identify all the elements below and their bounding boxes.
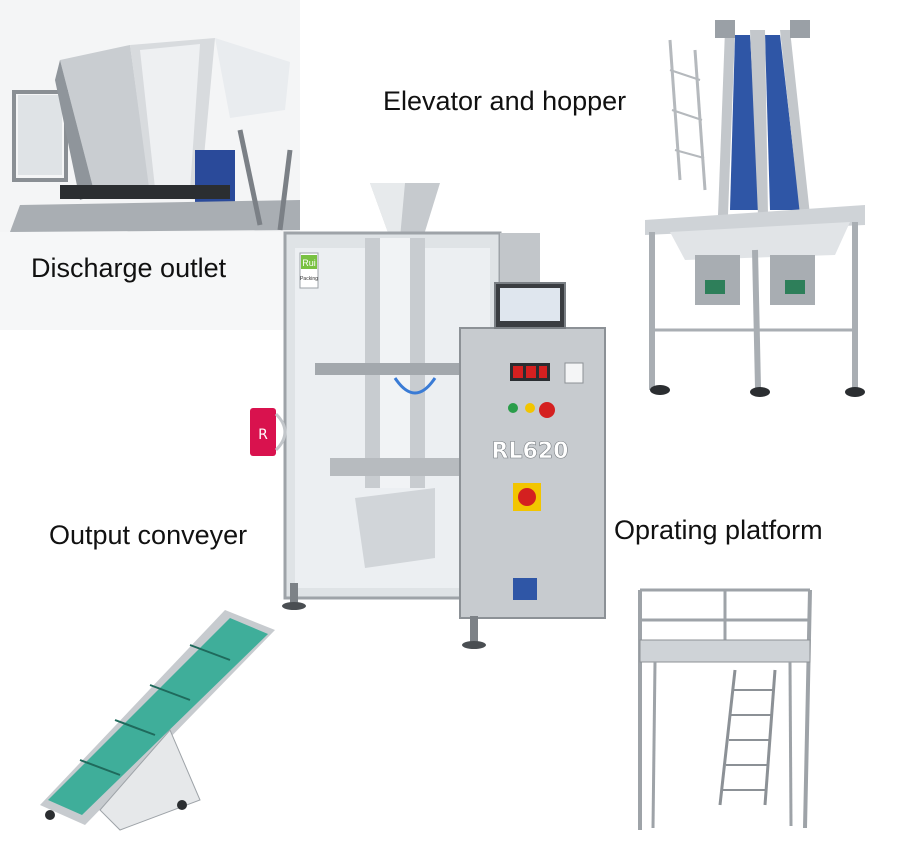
model-label: RL620	[492, 439, 569, 464]
output-conveyer-label: Output conveyer	[49, 520, 248, 550]
elevator-hopper-photo	[640, 10, 897, 405]
discharge-outlet-photo	[0, 0, 300, 330]
svg-text:R: R	[258, 427, 268, 443]
operating-platform-label: Oprating platform	[614, 515, 823, 545]
logo-line2: Packing	[300, 276, 318, 282]
ruipacking-badge-icon: R	[250, 408, 295, 456]
elevator-hopper-label: Elevator and hopper	[383, 86, 627, 116]
packing-machine-photo: Rui Packing RL620	[245, 178, 620, 658]
operating-platform-photo	[625, 580, 825, 840]
output-conveyer-photo	[30, 600, 280, 840]
logo-line1: Rui	[302, 258, 316, 268]
discharge-outlet-label: Discharge outlet	[31, 253, 227, 283]
